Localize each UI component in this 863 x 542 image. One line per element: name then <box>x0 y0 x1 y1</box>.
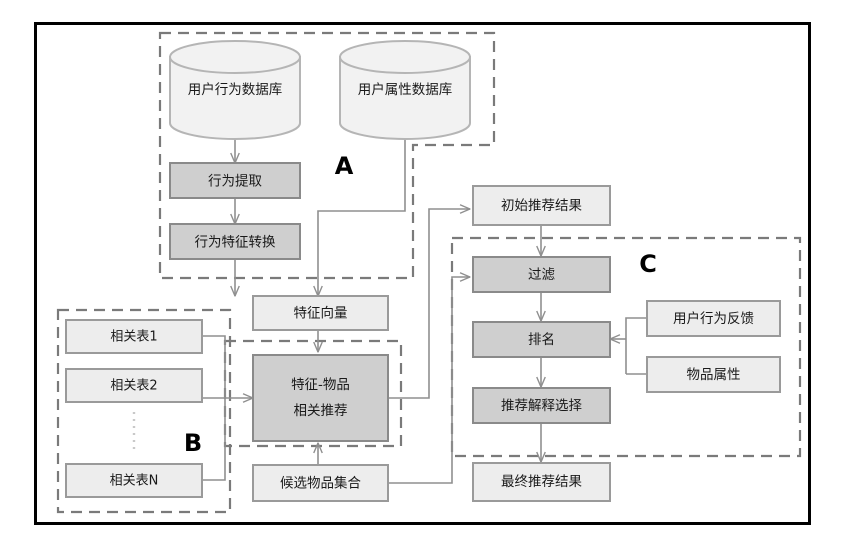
group-label-a: A <box>335 152 354 180</box>
node-item-attribute-label: 物品属性 <box>687 367 741 383</box>
group-label-c: C <box>639 250 657 278</box>
node-feature-vector-label: 特征向量 <box>294 306 348 322</box>
connector-core-to-initialresult <box>388 209 470 399</box>
node-relation-table-n[interactable]: 相关表N <box>65 463 203 498</box>
node-behavior-extract[interactable]: 行为提取 <box>169 162 301 199</box>
group-b-dashed-region <box>56 308 232 514</box>
node-initial-recommend-result-label: 初始推荐结果 <box>501 197 582 214</box>
datastore-user-behavior-db-label: 用户行为数据库 <box>188 81 283 98</box>
datastore-user-attribute-db-label: 用户属性数据库 <box>358 81 453 98</box>
node-final-recommend-result[interactable]: 最终推荐结果 <box>472 462 611 502</box>
node-user-behavior-feedback[interactable]: 用户行为反馈 <box>646 300 781 337</box>
connector-relationtablen-bus <box>202 398 226 481</box>
group-label-b: B <box>184 429 202 457</box>
node-feature-vector[interactable]: 特征向量 <box>252 295 389 331</box>
node-feature-item-recommend[interactable]: 特征-物品 相关推荐 <box>252 354 389 442</box>
node-relation-table-1-label: 相关表1 <box>110 330 157 345</box>
node-filter-label: 过滤 <box>528 267 556 283</box>
datastore-user-attribute-db[interactable]: 用户属性数据库 <box>339 40 471 140</box>
node-initial-recommend-result[interactable]: 初始推荐结果 <box>472 185 611 226</box>
node-recommend-explain-select-label: 推荐解释选择 <box>501 398 582 414</box>
node-filter[interactable]: 过滤 <box>472 256 611 293</box>
node-feature-item-recommend-label-line1: 特征-物品 <box>291 377 350 393</box>
node-recommend-explain-select[interactable]: 推荐解释选择 <box>472 387 611 424</box>
node-relation-table-1[interactable]: 相关表1 <box>65 319 203 354</box>
node-final-recommend-result-label: 最终推荐结果 <box>501 474 582 490</box>
node-ranking-label: 排名 <box>528 332 555 348</box>
group-c-dashed-region <box>450 236 802 458</box>
node-candidate-item-set[interactable]: 候选物品集合 <box>252 464 389 502</box>
node-behavior-extract-label: 行为提取 <box>208 174 262 190</box>
node-behavior-feature-transform[interactable]: 行为特征转换 <box>169 223 301 260</box>
node-ranking[interactable]: 排名 <box>472 321 611 358</box>
node-behavior-feature-transform-label: 行为特征转换 <box>195 235 276 251</box>
node-feature-item-recommend-label-line2: 相关推荐 <box>294 403 348 419</box>
node-item-attribute[interactable]: 物品属性 <box>646 356 781 393</box>
group-a-dashed-region <box>158 31 496 280</box>
node-relation-table-2-label: 相关表2 <box>110 379 157 394</box>
node-user-behavior-feedback-label: 用户行为反馈 <box>673 310 754 327</box>
node-relation-table-2[interactable]: 相关表2 <box>65 368 203 403</box>
connector-feedback-bus <box>625 317 647 374</box>
node-relation-table-n-label: 相关表N <box>110 474 159 489</box>
connector-attrdb-to-featurevector <box>318 137 406 296</box>
node-candidate-item-set-label: 候选物品集合 <box>280 476 361 492</box>
datastore-user-behavior-db[interactable]: 用户行为数据库 <box>169 40 301 140</box>
connector-relationtable1-bus <box>202 335 226 398</box>
connector-candidate-to-filter <box>388 277 470 484</box>
